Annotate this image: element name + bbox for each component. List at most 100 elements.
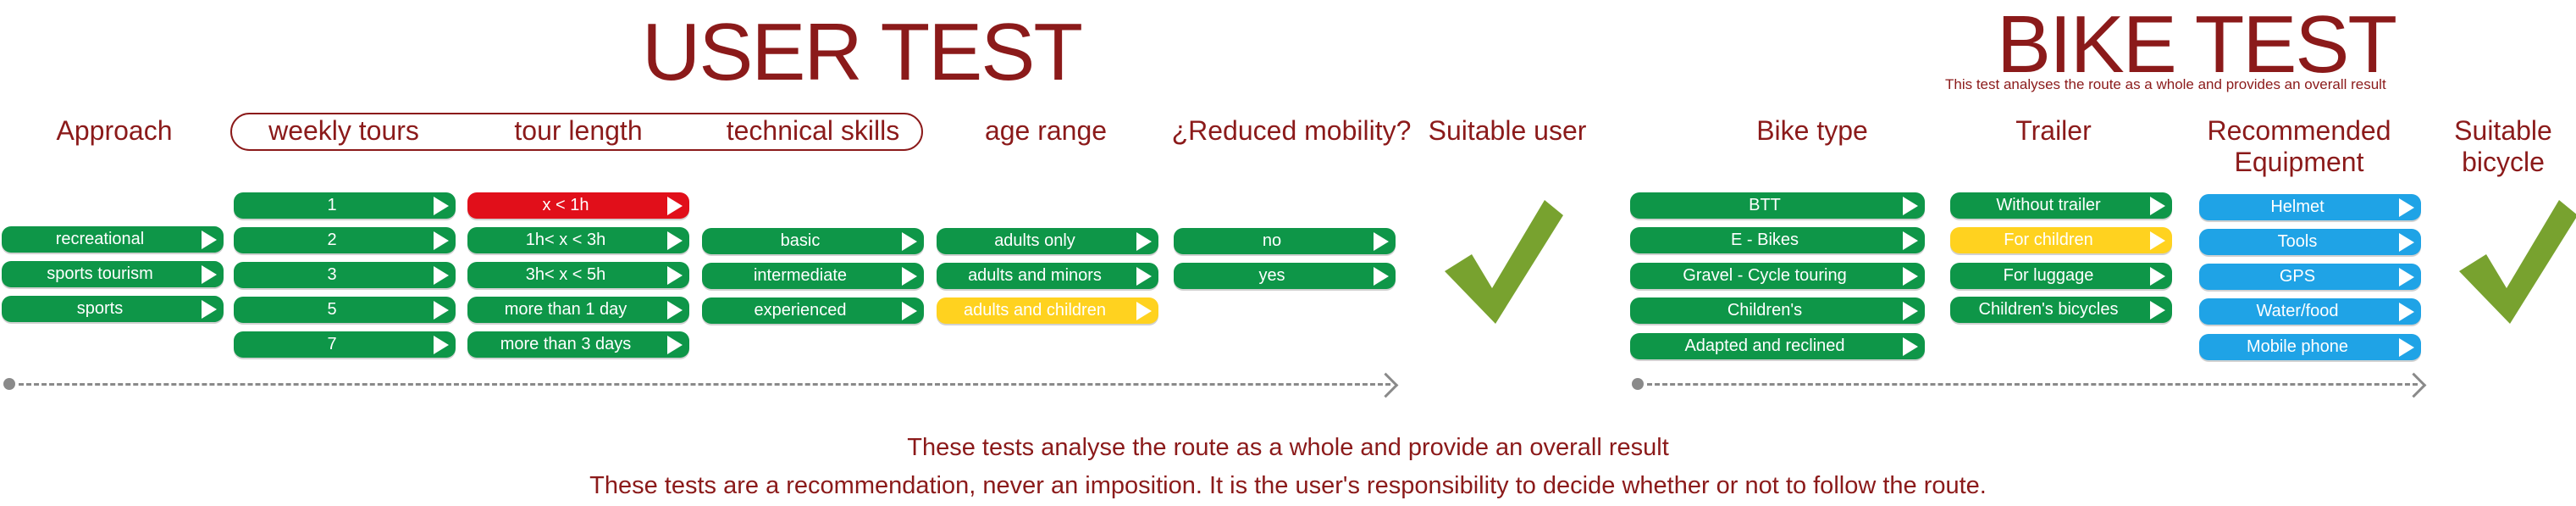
footer-line-1: These tests analyse the route as a whole…	[907, 434, 1669, 461]
option-tour-length-more-than-3-days[interactable]: more than 3 days	[467, 331, 689, 358]
header-weekly-tours: weekly tours	[268, 115, 419, 146]
option-label: For luggage	[2003, 266, 2094, 285]
option-label: x < 1h	[542, 196, 589, 214]
footer-line-2: These tests are a recommendation, never …	[589, 472, 1987, 499]
option-skills-intermediate[interactable]: intermediate	[702, 263, 924, 289]
option-weekly-tours-2[interactable]: 2	[234, 227, 456, 253]
option-reduced-mobility-yes[interactable]: yes	[1174, 263, 1396, 289]
arrow-right-icon	[2399, 197, 2414, 217]
arrow-right-icon	[434, 196, 449, 215]
option-tour-length-1h-3h[interactable]: 1h< x < 3h	[467, 227, 689, 253]
arrow-right-icon	[1136, 301, 1152, 320]
option-label: more than 3 days	[500, 335, 632, 353]
option-label: adults and minors	[968, 266, 1102, 285]
option-label: Tools	[2277, 232, 2318, 251]
option-label: E - Bikes	[1730, 231, 1799, 249]
option-weekly-tours-5[interactable]: 5	[234, 297, 456, 323]
arrow-right-icon	[902, 231, 917, 251]
option-label: Mobile phone	[2246, 337, 2349, 356]
option-label: 2	[327, 231, 337, 249]
arrow-right-icon	[667, 196, 683, 215]
option-approach-sports-tourism[interactable]: sports tourism	[2, 261, 224, 287]
arrow-right-icon	[2150, 196, 2165, 215]
option-skills-experienced[interactable]: experienced	[702, 297, 924, 324]
option-weekly-tours-3[interactable]: 3	[234, 262, 456, 288]
arrow-right-icon	[2399, 267, 2414, 286]
option-trailer-childrens-bicycles[interactable]: Children's bicycles	[1950, 297, 2172, 323]
option-bike-btt[interactable]: BTT	[1630, 192, 1925, 219]
arrow-right-icon	[2401, 372, 2427, 398]
option-equipment-tools[interactable]: Tools	[2199, 229, 2421, 255]
option-bike-gravel[interactable]: Gravel - Cycle touring	[1630, 263, 1925, 289]
user-test-title: USER TEST	[642, 7, 1083, 97]
option-label: Without trailer	[1996, 196, 2101, 214]
option-bike-adapted[interactable]: Adapted and reclined	[1630, 333, 1925, 359]
option-equipment-water-food[interactable]: Water/food	[2199, 298, 2421, 325]
arrow-right-icon	[2399, 232, 2414, 252]
option-reduced-mobility-no[interactable]: no	[1174, 228, 1396, 254]
bike-test-subtitle: This test analyses the route as a whole …	[1945, 76, 2386, 92]
option-label: sports	[76, 299, 124, 318]
arrow-right-icon	[1373, 372, 1399, 398]
arrow-right-icon	[1903, 336, 1918, 356]
option-label: Water/food	[2256, 302, 2339, 320]
option-label: recreational	[55, 230, 145, 248]
option-label: no	[1262, 231, 1282, 250]
arrow-right-icon	[1903, 266, 1918, 286]
bike-test-title: BIKE TEST	[1997, 0, 2397, 90]
option-equipment-helmet[interactable]: Helmet	[2199, 194, 2421, 220]
option-tour-length-3h-5h[interactable]: 3h< x < 5h	[467, 262, 689, 288]
option-label: 1	[327, 196, 337, 214]
arrow-right-icon	[1903, 231, 1918, 250]
option-label: basic	[780, 231, 821, 250]
option-weekly-tours-1[interactable]: 1	[234, 192, 456, 219]
option-label: Helmet	[2270, 197, 2324, 216]
header-trailer: Trailer	[2015, 115, 2092, 146]
arrow-right-icon	[202, 264, 217, 284]
arrow-right-icon	[667, 265, 683, 285]
arrow-right-icon	[2150, 300, 2165, 320]
arrow-right-icon	[2150, 266, 2165, 286]
arrow-right-icon	[434, 300, 449, 320]
arrow-right-icon	[1136, 266, 1152, 286]
progress-start-dot	[1632, 378, 1644, 390]
header-suitable-user: Suitable user	[1428, 115, 1587, 146]
arrow-right-icon	[1374, 231, 1389, 251]
option-label: 1h< x < 3h	[525, 231, 606, 249]
header-equipment-line2: Equipment	[2234, 146, 2364, 177]
option-tour-length-more-than-1-day[interactable]: more than 1 day	[467, 297, 689, 323]
option-label: adults only	[994, 231, 1075, 250]
option-label: Children's bicycles	[1978, 300, 2119, 319]
option-label: GPS	[2279, 267, 2316, 286]
option-approach-sports[interactable]: sports	[2, 296, 224, 322]
progress-start-dot	[3, 378, 15, 390]
header-equipment: Recommended Equipment	[2193, 115, 2405, 178]
arrow-right-icon	[667, 300, 683, 320]
arrow-right-icon	[1374, 266, 1389, 286]
header-suitable-line2: bicycle	[2462, 146, 2545, 177]
option-age-adults-only[interactable]: adults only	[937, 228, 1158, 254]
option-label: intermediate	[753, 266, 848, 285]
option-skills-basic[interactable]: basic	[702, 228, 924, 254]
option-label: sports tourism	[47, 264, 153, 283]
option-age-adults-and-minors[interactable]: adults and minors	[937, 263, 1158, 289]
option-equipment-mobile-phone[interactable]: Mobile phone	[2199, 334, 2421, 360]
progress-dashed-line	[1647, 383, 2418, 386]
header-suitable-line1: Suitable	[2454, 115, 2552, 146]
option-label: more than 1 day	[504, 300, 627, 319]
option-label: For children	[2004, 231, 2093, 249]
option-weekly-tours-7[interactable]: 7	[234, 331, 456, 358]
option-tour-length-under-1h[interactable]: x < 1h	[467, 192, 689, 219]
option-equipment-gps[interactable]: GPS	[2199, 264, 2421, 290]
option-label: experienced	[754, 301, 847, 320]
option-trailer-for-children[interactable]: For children	[1950, 227, 2172, 253]
option-bike-childrens[interactable]: Children's	[1630, 297, 1925, 324]
option-bike-e-bikes[interactable]: E - Bikes	[1630, 227, 1925, 253]
arrow-right-icon	[902, 301, 917, 320]
option-age-adults-and-children[interactable]: adults and children	[937, 297, 1158, 324]
checkmark-icon	[2459, 200, 2576, 324]
option-approach-recreational[interactable]: recreational	[2, 226, 224, 253]
option-trailer-none[interactable]: Without trailer	[1950, 192, 2172, 219]
arrow-right-icon	[202, 299, 217, 319]
option-trailer-for-luggage[interactable]: For luggage	[1950, 263, 2172, 289]
